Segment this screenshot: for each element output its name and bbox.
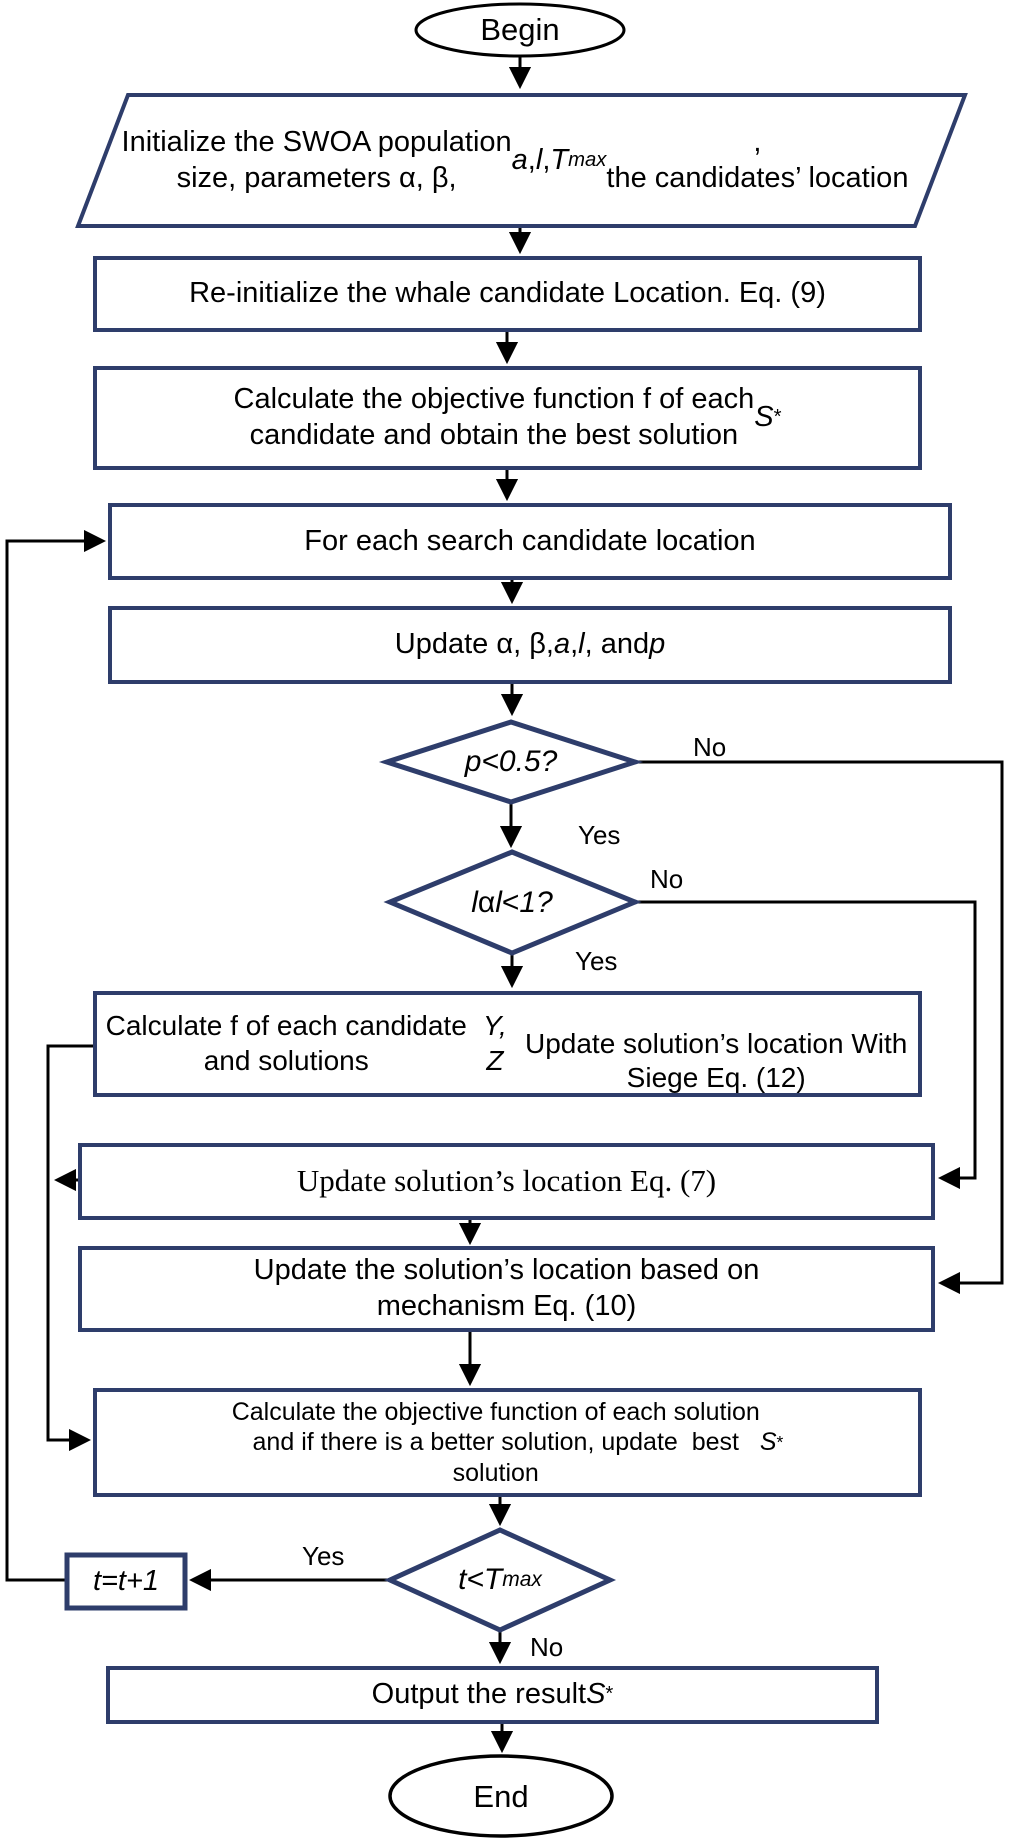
edge-label-t-yes: Yes <box>302 1541 345 1571</box>
begin-terminal-shape <box>414 2 626 58</box>
decision-p-diamond-shape <box>378 719 644 805</box>
reinitialize-box-shape <box>93 256 922 332</box>
calc-solutions-box-shape <box>93 1388 922 1497</box>
t-increment-label: t=t+1 <box>92 1564 160 1597</box>
siege-box-shape <box>93 991 922 1097</box>
for-each-label: For each search candidate location <box>304 524 756 557</box>
decision-alpha-label: l α l<1? <box>471 885 553 919</box>
decision-p-label: p<0.5? <box>464 745 558 779</box>
calc-candidates-box-shape <box>93 366 922 470</box>
decision-alpha-diamond-shape <box>383 849 642 956</box>
eq7-box-shape <box>78 1143 935 1220</box>
edge-decisionp-no <box>635 760 1004 1295</box>
eq7-label: Update solution’s location Eq. (7) <box>296 1163 717 1199</box>
eq10-box-shape <box>78 1246 935 1332</box>
edge-label-alpha-yes: Yes <box>575 946 618 976</box>
update-params-box-shape <box>108 606 952 684</box>
output-label: Output the result S* <box>371 1678 614 1711</box>
for-each-box-shape <box>108 503 952 580</box>
end-terminal-label: End <box>473 1778 529 1814</box>
calc-candidates-label: Calculate the objective function f of ea… <box>233 383 782 451</box>
initialize-parallelogram-shape <box>75 93 968 228</box>
reinitialize-label: Re-initialize the whale candidate Locati… <box>189 277 826 310</box>
begin-terminal-label: Begin <box>480 11 560 47</box>
edge-outerloop-foreach <box>5 529 107 1582</box>
output-box-shape <box>106 1666 879 1724</box>
edge-label-p-yes: Yes <box>578 820 621 850</box>
edge-label-p-no: No <box>693 732 727 762</box>
edge-label-t-no: No <box>530 1632 564 1662</box>
calc-solutions-label: Calculate the objective function of each… <box>231 1397 784 1487</box>
edge-innerloop-calcsol <box>46 1044 95 1452</box>
siege-label: Calculate f of each candidate and soluti… <box>105 1010 908 1094</box>
t-increment-box-shape <box>64 1552 188 1611</box>
end-terminal-shape <box>388 1754 614 1838</box>
decision-t-diamond-shape <box>383 1527 617 1633</box>
update-params-label: Update α, β, a, l, and p <box>394 628 666 661</box>
edge-label-alpha-no: No <box>650 864 684 894</box>
edge-decisionalpha-no <box>635 900 977 1190</box>
